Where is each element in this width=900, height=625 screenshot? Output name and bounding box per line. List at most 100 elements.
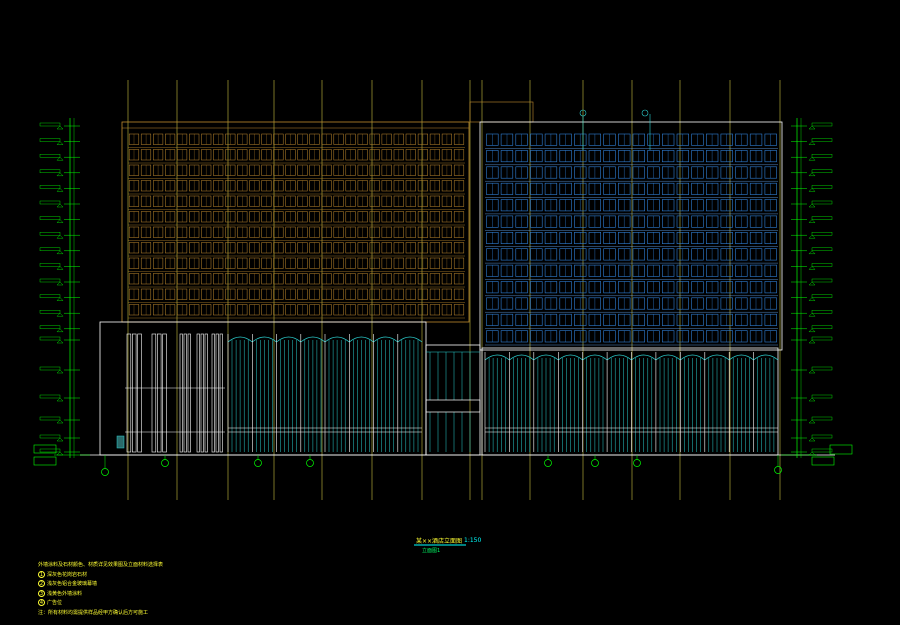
left-dim-level-tag — [39, 448, 61, 453]
drawing-title: 某××酒店立面图 — [416, 538, 463, 545]
right-dim-level-mark — [808, 419, 816, 424]
right-dim-level-tag — [811, 122, 833, 127]
podium-tall-window — [211, 333, 215, 453]
podium-glass-arch — [349, 336, 374, 343]
drawing-scale: 1:150 — [464, 537, 482, 544]
left-dim-level-mark — [56, 188, 64, 192]
note-marker: 4 — [38, 599, 45, 606]
right-tower-outline — [479, 121, 783, 351]
podium-right-glass-arch — [728, 354, 754, 361]
podium-right-glass-arch — [582, 354, 608, 361]
left-dim-level-mark — [56, 437, 64, 442]
axis-bubble — [101, 468, 109, 476]
right-elevation-dimensions — [33, 118, 853, 466]
right-dim-level-tag — [811, 278, 833, 283]
left-dim-level-tag — [39, 231, 61, 236]
right-dim-level-tag — [811, 185, 833, 189]
axis-bubble — [544, 459, 552, 467]
podium-glass-arch — [252, 336, 277, 343]
drawing-subtitle: 立面图1 — [422, 548, 441, 554]
podium-right-glass-arch — [655, 354, 681, 361]
right-base-label-box — [811, 456, 835, 466]
note-text: 注：所有材料均需提供样品经甲方确认后方可施工 — [38, 609, 149, 616]
right-dim-level-mark — [808, 203, 816, 208]
axis-bubble — [161, 459, 169, 467]
right-dim-level-tag — [811, 294, 833, 298]
right-dim-level-tag — [811, 153, 833, 158]
left-dim-level-mark — [56, 297, 64, 301]
left-dim-level-tag — [39, 247, 61, 252]
note-text: 深灰色花岗岩石材 — [47, 571, 88, 578]
podium-right-outline — [481, 347, 779, 456]
axis-bubble — [633, 459, 641, 467]
right-dim-level-tag — [811, 448, 833, 453]
left-dim-level-mark — [56, 125, 64, 130]
left-dim-level-mark — [56, 281, 64, 286]
left-dim-level-tag — [39, 122, 61, 127]
right-dim-level-mark — [808, 437, 816, 442]
axis-bubble — [591, 459, 599, 467]
right-dim-level-mark — [808, 141, 816, 145]
left-dim-level-tag — [39, 366, 61, 371]
note-marker: 3 — [38, 589, 45, 597]
podium-tall-window — [219, 333, 223, 453]
right-dim-level-mark — [808, 266, 816, 270]
left-dim-level-tag — [39, 336, 61, 341]
left-dim-level-mark — [56, 397, 64, 402]
entry-canopy — [425, 399, 481, 413]
right-dim-level-mark — [808, 297, 816, 301]
left-dim-level-tag — [39, 216, 61, 220]
drawing-title-block: 某××酒店立面图 1:150 立面图1 — [408, 536, 498, 564]
left-dim-level-tag — [39, 434, 61, 439]
podium-tall-window — [183, 333, 187, 453]
left-dim-level-mark — [56, 266, 64, 270]
left-tower-facade — [121, 101, 534, 323]
right-dim-level-tag — [811, 138, 833, 142]
right-dim-level-mark — [808, 397, 816, 402]
left-elevation-dimensions — [39, 118, 90, 458]
left-base-label-box — [33, 456, 57, 466]
right-dim-level-tag — [811, 247, 833, 252]
right-dim-level-tag — [811, 216, 833, 220]
podium-tall-window — [157, 333, 162, 453]
axis-bubble — [254, 459, 262, 467]
right-dim-level-mark — [808, 125, 816, 130]
left-dim-level-mark — [56, 250, 64, 254]
left-dim-level-mark — [56, 312, 64, 317]
podium-tall-window — [137, 333, 142, 453]
right-dim-level-mark — [808, 339, 816, 344]
left-dim-level-tag — [39, 200, 61, 205]
left-dim-level-tag — [39, 138, 61, 142]
right-dim-level-mark — [808, 188, 816, 192]
left-dim-level-tag — [39, 185, 61, 189]
note-row: 注：所有材料均需提供样品经甲方确认后方可施工 — [38, 609, 338, 619]
right-dim-level-mark — [808, 172, 816, 176]
right-dim-level-tag — [811, 336, 833, 341]
right-dim-level-tag — [811, 200, 833, 205]
podium-tall-window — [179, 333, 183, 453]
podium-right-glass-arch — [680, 354, 706, 361]
note-text: 浅灰色铝合金玻璃幕墙 — [47, 581, 98, 587]
left-dim-level-mark — [56, 219, 64, 223]
podium-tall-window — [151, 333, 157, 453]
right-dim-level-tag — [811, 434, 833, 439]
left-dim-level-mark — [56, 172, 64, 176]
podium-glass-arch — [227, 336, 253, 343]
podium-tall-window — [200, 333, 204, 453]
right-dim-level-tag — [811, 263, 833, 267]
podium-right-glass-arch — [509, 354, 535, 361]
podium-right-glass-arch — [631, 354, 657, 361]
right-dim-level-mark — [808, 369, 816, 374]
podium-glass-arch — [300, 336, 326, 343]
left-dim-level-tag — [39, 325, 61, 329]
right-tower-facade — [479, 109, 783, 351]
podium-right-glass-arch — [606, 354, 632, 361]
left-dim-level-tag — [39, 416, 61, 421]
podium-right-glass-arch — [533, 354, 559, 361]
right-dim-level-mark — [808, 312, 816, 317]
